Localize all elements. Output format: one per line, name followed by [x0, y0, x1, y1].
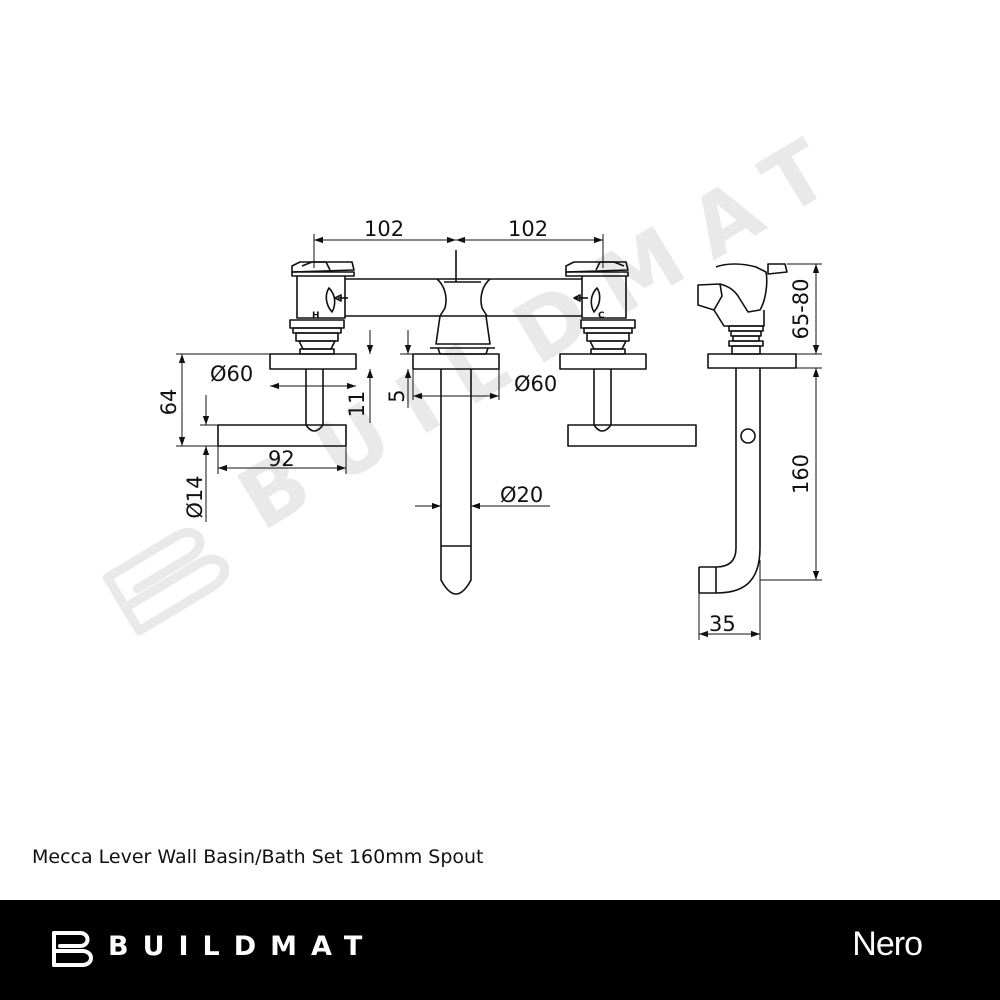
dim-center-flange: Ø60: [514, 372, 557, 396]
dim-lever-height: 64: [157, 389, 181, 416]
dim-spacing-left: 102: [364, 217, 404, 241]
dim-lever-diameter: Ø14: [183, 475, 207, 518]
spout-front: [440, 369, 472, 595]
footer-bar: BUILDMAT Nero: [0, 900, 1000, 1000]
dim-lever-length: 92: [268, 447, 295, 471]
cold-mark: C: [598, 311, 605, 321]
side-view: [697, 263, 797, 594]
product-title: Mecca Lever Wall Basin/Bath Set 160mm Sp…: [32, 846, 484, 868]
dim-lever-offset: 11: [345, 391, 369, 418]
right-flange: [559, 353, 647, 370]
dim-spout-projection: 35: [709, 612, 736, 636]
buildmat-logo-icon: [52, 931, 93, 967]
dim-spacing-right: 102: [508, 217, 548, 241]
hot-handle-assembly: H: [289, 261, 355, 355]
dimension-labels: 102 102 Ø60 64 11 5 Ø60 92 Ø14 Ø20 65-80…: [157, 217, 813, 636]
cold-handle-assembly: C: [565, 261, 636, 355]
dim-spout-diameter: Ø20: [500, 483, 543, 507]
dim-left-flange: Ø60: [210, 362, 253, 386]
mixer-body: [345, 250, 582, 355]
technical-drawing: BUILDMAT H: [102, 108, 867, 640]
left-lever: [217, 369, 347, 447]
dimension-lines: [176, 234, 822, 640]
dim-spout-length: 160: [789, 454, 813, 494]
watermark-logo-icon: [102, 527, 230, 636]
dim-wall-depth: 65-80: [789, 278, 813, 339]
nero-brand: Nero: [852, 925, 923, 963]
right-lever: [567, 369, 697, 447]
buildmat-brand: BUILDMAT: [108, 931, 377, 962]
left-flange: [269, 353, 357, 370]
center-flange: [412, 353, 500, 370]
dim-spout-offset: 5: [385, 389, 409, 402]
hot-mark: H: [312, 311, 320, 321]
